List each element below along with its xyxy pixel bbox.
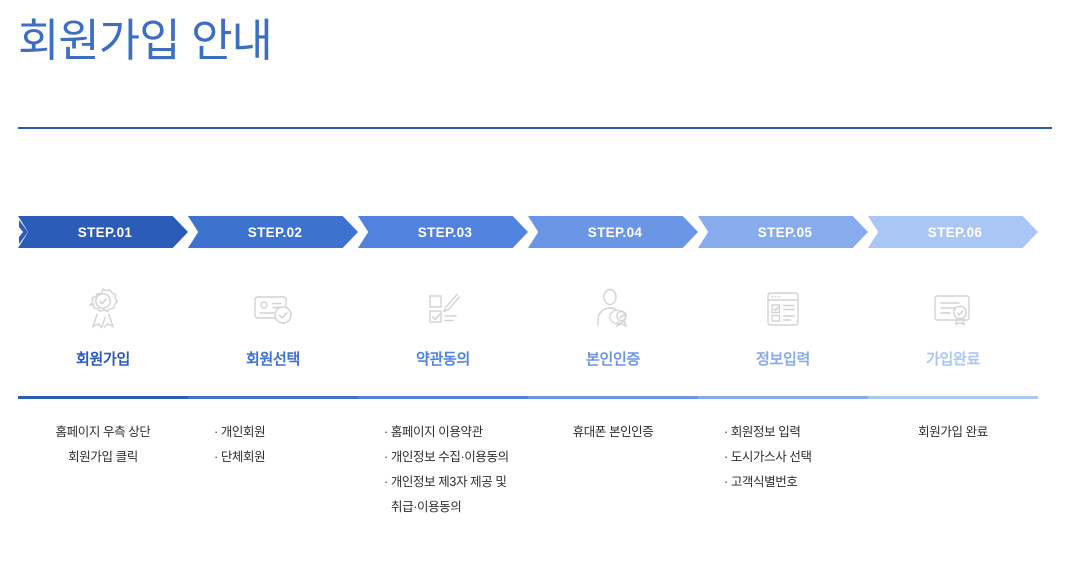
description-line: · 회원정보 입력 [724, 425, 801, 439]
step-description-6: 회원가입 완료 [868, 420, 1038, 445]
description-line: 취급·이용동의 [391, 500, 462, 514]
id-card-check-icon [188, 286, 358, 332]
step-badge-label: STEP.01 [77, 224, 133, 240]
certificate-seal-icon [868, 286, 1038, 332]
step-divider-2 [188, 396, 358, 399]
title-divider [18, 127, 1052, 129]
description-line: · 개인정보 수집·이용동의 [384, 450, 509, 464]
step-description-4: 휴대폰 본인인증 [528, 420, 698, 445]
step-badge-1[interactable]: STEP.01 [18, 216, 188, 248]
description-line: · 고객식별번호 [724, 475, 798, 489]
step-description-2: · 개인회원 · 단체회원 [188, 420, 358, 470]
award-ribbon-check-icon [18, 286, 188, 332]
step-name-2: 회원선택 [245, 351, 300, 368]
description-line: · 도시가스사 선택 [724, 450, 812, 464]
checklist-pen-icon [358, 286, 528, 332]
step-badge-label: STEP.03 [417, 224, 473, 240]
step-name-4: 본인인증 [585, 351, 640, 368]
step-badge-4[interactable]: STEP.04 [528, 216, 698, 248]
person-verified-icon [528, 286, 698, 332]
description-line: 회원가입 클릭 [68, 450, 138, 464]
step-badge-3[interactable]: STEP.03 [358, 216, 528, 248]
step-column-2[interactable]: STEP.02 회원선택 · 개인회원 · 단체회원 [188, 216, 358, 520]
description-line: 휴대폰 본인인증 [572, 425, 654, 439]
step-description-5: · 회원정보 입력 · 도시가스사 선택 · 고객식별번호 [698, 420, 868, 495]
step-description-3: · 홈페이지 이용약관 · 개인정보 수집·이용동의 · 개인정보 제3자 제공 및… [358, 420, 528, 520]
step-name-1: 회원가입 [75, 351, 130, 368]
step-divider-4 [528, 396, 698, 399]
step-divider-6 [868, 396, 1038, 399]
browser-form-icon [698, 286, 868, 332]
step-column-6[interactable]: STEP.06 가입완료 회원가입 완료 [868, 216, 1038, 520]
step-divider-3 [358, 396, 528, 399]
description-line: · 홈페이지 이용약관 [384, 425, 483, 439]
step-column-3[interactable]: STEP.03 약관동의 · 홈페이지 이용약관· 개인정보 수집·이용동의· … [358, 216, 528, 520]
description-line: 회원가입 완료 [918, 425, 988, 439]
step-column-4[interactable]: STEP.04 본인인증 휴대폰 본인인증 [528, 216, 698, 520]
step-name-6: 가입완료 [925, 351, 980, 368]
page-title: 회원가입 안내 [18, 15, 273, 66]
step-badge-label: STEP.06 [927, 224, 983, 240]
step-badge-2[interactable]: STEP.02 [188, 216, 358, 248]
step-badge-label: STEP.04 [587, 224, 643, 240]
step-badge-6[interactable]: STEP.06 [868, 216, 1038, 248]
description-line: 홈페이지 우측 상단 [55, 425, 151, 439]
description-line: · 단체회원 [214, 450, 266, 464]
description-line: · 개인회원 [214, 425, 266, 439]
step-name-5: 정보입력 [755, 351, 810, 368]
step-divider-5 [698, 396, 868, 399]
description-line: · 개인정보 제3자 제공 및 [384, 475, 507, 489]
step-badge-5[interactable]: STEP.05 [698, 216, 868, 248]
step-badge-label: STEP.02 [247, 224, 303, 240]
step-badge-label: STEP.05 [757, 224, 813, 240]
step-divider-1 [18, 396, 188, 399]
step-name-3: 약관동의 [415, 351, 470, 368]
step-column-5[interactable]: STEP.05 정보입력 · 회원정보 입력 · 도시가스사 선택 · 고객식별번호 [698, 216, 868, 520]
